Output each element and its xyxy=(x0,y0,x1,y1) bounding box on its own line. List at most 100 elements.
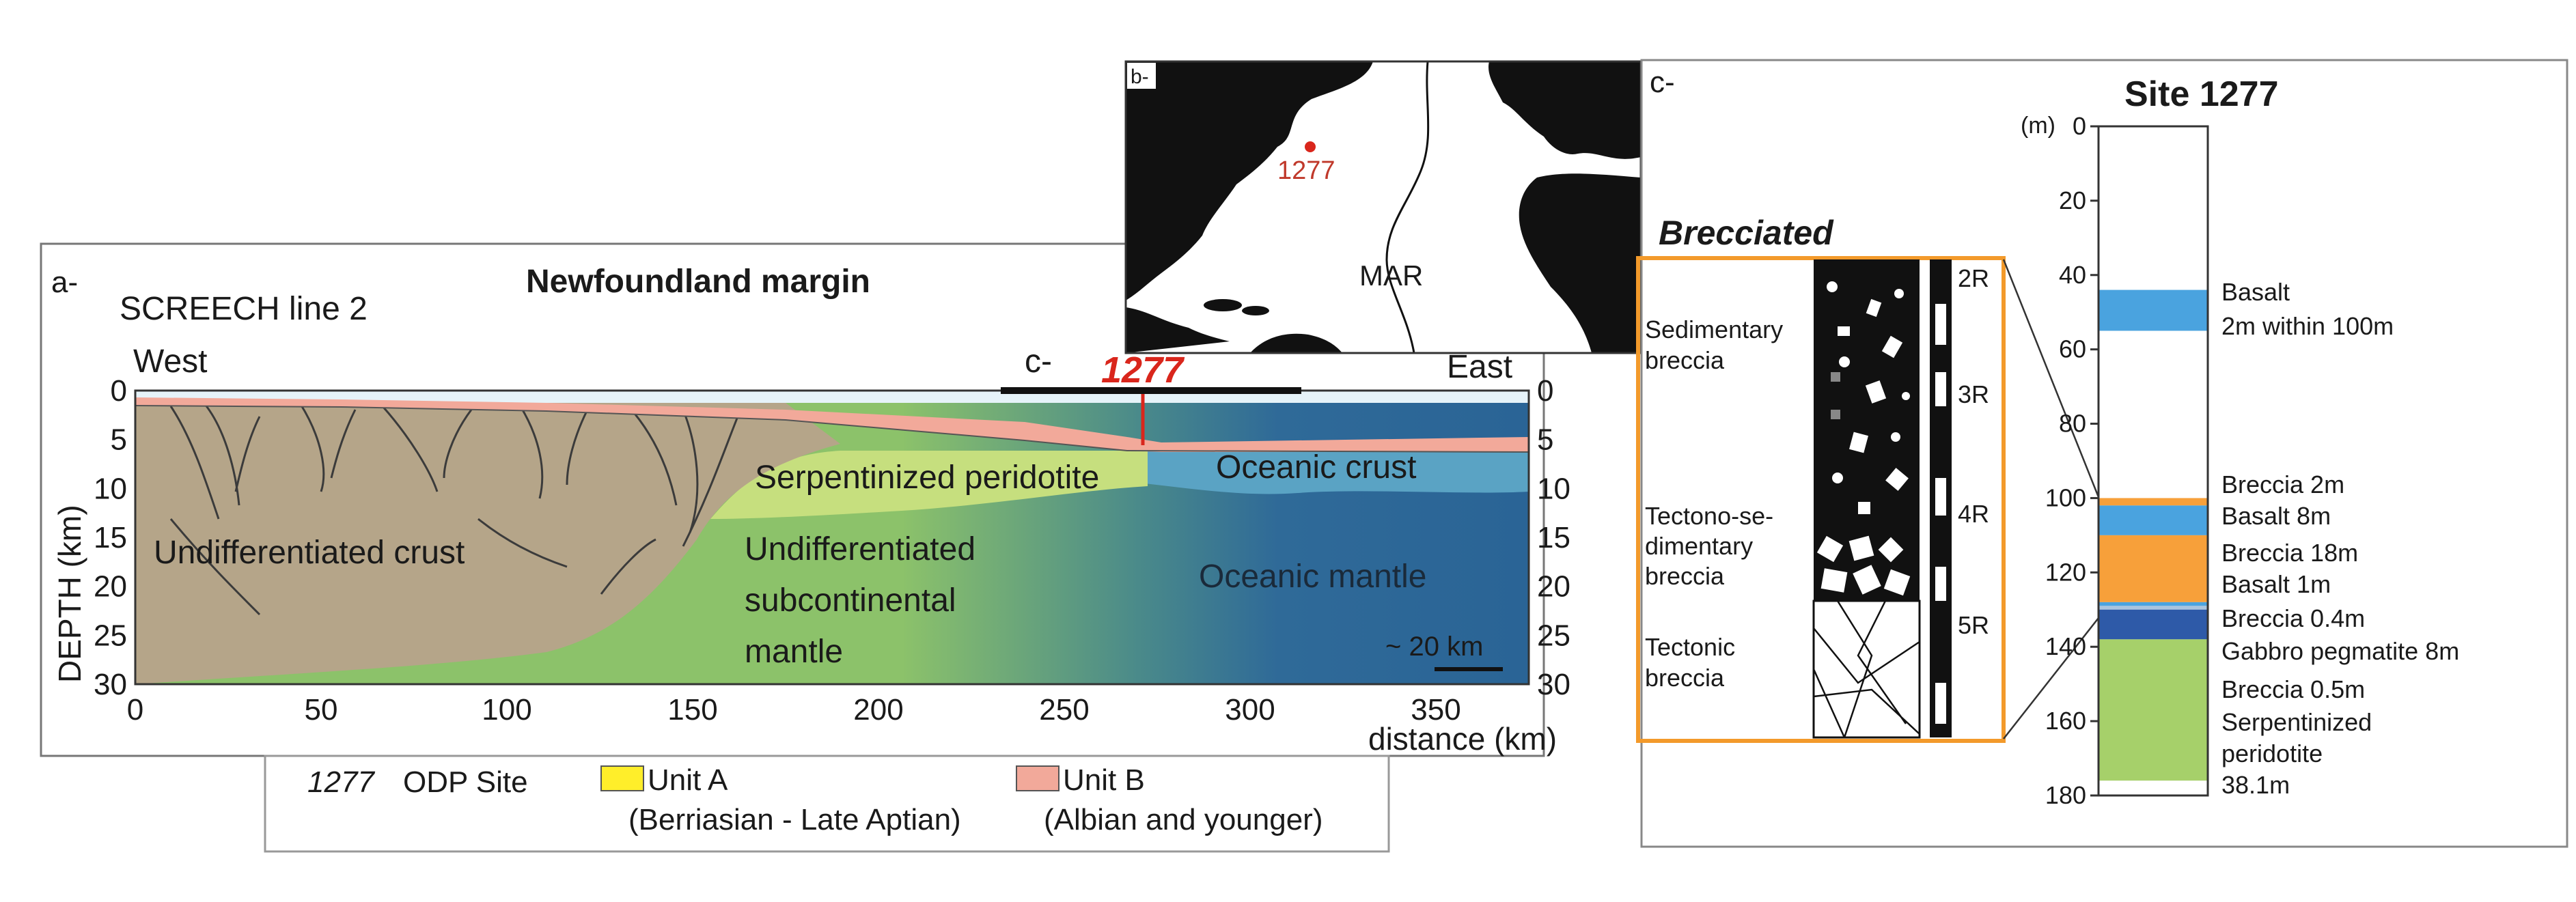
label-oceanic-mantle: Oceanic mantle xyxy=(1199,559,1427,595)
x-axis-title: distance (km) xyxy=(1368,721,1557,757)
legend-unit-b-swatch xyxy=(1016,765,1060,791)
depth-tick-label: 160 xyxy=(2045,707,2086,735)
unit-b-lower-edge xyxy=(135,405,1529,453)
panel-a-title: Newfoundland margin xyxy=(526,264,870,300)
y-tick-left: 5 xyxy=(111,423,127,457)
north-america-land xyxy=(1126,61,1373,300)
cross-section xyxy=(135,391,1529,684)
breccia-sed-2: breccia xyxy=(1645,346,1725,374)
serpentinized-peridotite xyxy=(710,451,1148,519)
y-tick-left: 30 xyxy=(94,668,127,701)
y-tick-left: 15 xyxy=(94,521,127,554)
east-label: East xyxy=(1447,349,1512,385)
y-axis-title: DEPTH (km) xyxy=(52,505,87,683)
panel-c-label: c- xyxy=(1650,66,1675,99)
anno-serp-2: peridotite xyxy=(2221,739,2323,767)
mid-atlantic-ridge xyxy=(1385,61,1430,354)
lithology-layer xyxy=(2099,535,2208,602)
core-5r: 5R xyxy=(1958,611,1989,639)
breccia-tecsed-2: dimentary xyxy=(1645,532,1753,560)
brecciated-frame xyxy=(1636,256,2006,743)
legend-unit-a-age: (Berriasian - Late Aptian) xyxy=(628,803,961,836)
continental-crust xyxy=(135,403,840,684)
africa-land xyxy=(1519,173,1641,353)
lithology-layer xyxy=(2099,606,2208,610)
anno-breccia-04m: Breccia 0.4m xyxy=(2221,604,2365,632)
y-tick-right: 5 xyxy=(1537,423,1553,457)
label-undiff-mantle-1: Undifferentiated xyxy=(745,531,975,567)
anno-serp-1: Serpentinized xyxy=(2221,708,2372,736)
anno-basalt-1m: Basalt 1m xyxy=(2221,570,2331,598)
y-tick-right: 10 xyxy=(1537,472,1570,505)
legend-unit-a-swatch xyxy=(600,765,644,791)
depth-tick-label: 20 xyxy=(2059,186,2086,214)
site-1277-map-dot xyxy=(1305,141,1316,152)
lithology-column-outline xyxy=(2097,125,2209,797)
y-tick-right: 25 xyxy=(1537,619,1570,652)
core-3r: 3R xyxy=(1958,380,1989,408)
legend-unit-b: Unit B xyxy=(1063,763,1145,797)
anno-gabbro: Gabbro pegmatite 8m xyxy=(2221,637,2459,665)
legend-frame xyxy=(264,755,1390,853)
site-1277-label: 1277 xyxy=(1101,350,1185,391)
europe-land xyxy=(1488,61,1641,159)
map-ridge-label: MAR xyxy=(1359,259,1423,292)
core-2r: 2R xyxy=(1958,264,1989,292)
core-4r: 4R xyxy=(1958,500,1989,528)
x-tick: 300 xyxy=(1225,693,1275,727)
anno-breccia-2m: Breccia 2m xyxy=(2221,470,2344,498)
lithology-layer xyxy=(2099,602,2208,606)
label-oceanic-crust: Oceanic crust xyxy=(1216,449,1416,485)
lithology-layers xyxy=(2099,290,2208,781)
x-tick: 150 xyxy=(667,693,717,727)
x-tick: 250 xyxy=(1039,693,1089,727)
connector-bottom xyxy=(2003,617,2099,739)
depth-tick-label: 100 xyxy=(2045,483,2086,511)
scale-bar-label: ~ 20 km xyxy=(1385,632,1483,662)
y-tick-right: 0 xyxy=(1537,374,1553,408)
profile-c-label: c- xyxy=(1025,343,1052,380)
anno-basalt-2: 2m within 100m xyxy=(2221,312,2394,340)
breccia-sed-1: Sedimentary xyxy=(1645,315,1783,343)
anno-breccia-05m: Breccia 0.5m xyxy=(2221,675,2365,703)
breccia-tecsed-1: Tectono-se- xyxy=(1645,502,1773,530)
core-gaps xyxy=(1935,304,1946,724)
caribbean-island-2 xyxy=(1242,306,1269,315)
legend-site-label: ODP Site xyxy=(403,765,528,799)
brecciated-title: Brecciated xyxy=(1659,214,1834,252)
y-tick-right: 20 xyxy=(1537,570,1570,604)
lithology-layer xyxy=(2099,639,2208,781)
y-tick-right: 15 xyxy=(1537,521,1570,554)
anno-basalt: Basalt xyxy=(2221,278,2290,306)
legend-site-code: 1277 xyxy=(307,765,375,799)
legend: 1277 ODP Site Unit A (Berriasian - Late … xyxy=(264,755,1390,853)
breccia-tecsed-3: breccia xyxy=(1645,562,1725,590)
caribbean-island-1 xyxy=(1204,299,1242,311)
depth-tick-label: 120 xyxy=(2045,558,2086,586)
label-serp-perid: Serpentinized peridotite xyxy=(755,460,1099,496)
lithology-layer xyxy=(2099,498,2208,506)
depth-tick-label: 140 xyxy=(2045,632,2086,660)
panel-b-map: b- 1277 MAR xyxy=(1124,60,1642,354)
west-label: West xyxy=(133,343,207,380)
connector-top xyxy=(2002,259,2100,498)
y-tick-left: 20 xyxy=(94,570,127,604)
line-name: SCREECH line 2 xyxy=(120,291,368,327)
panel-b-label-box xyxy=(1127,63,1156,89)
depth-unit: (m) xyxy=(2021,113,2055,139)
x-tick: 350 xyxy=(1411,693,1460,727)
panel-b-label: b- xyxy=(1131,66,1149,88)
breccia-tec-2: breccia xyxy=(1645,664,1725,692)
lithology-layer xyxy=(2099,505,2208,535)
x-tick: 200 xyxy=(853,693,903,727)
legend-unit-b-age: (Albian and younger) xyxy=(1044,803,1322,836)
x-tick: 0 xyxy=(127,693,143,727)
label-undiff-mantle-2: subcontinental xyxy=(745,582,956,619)
lithology-layer xyxy=(2099,290,2208,331)
fault-lines xyxy=(169,404,739,616)
legend-unit-a: Unit A xyxy=(648,763,728,797)
